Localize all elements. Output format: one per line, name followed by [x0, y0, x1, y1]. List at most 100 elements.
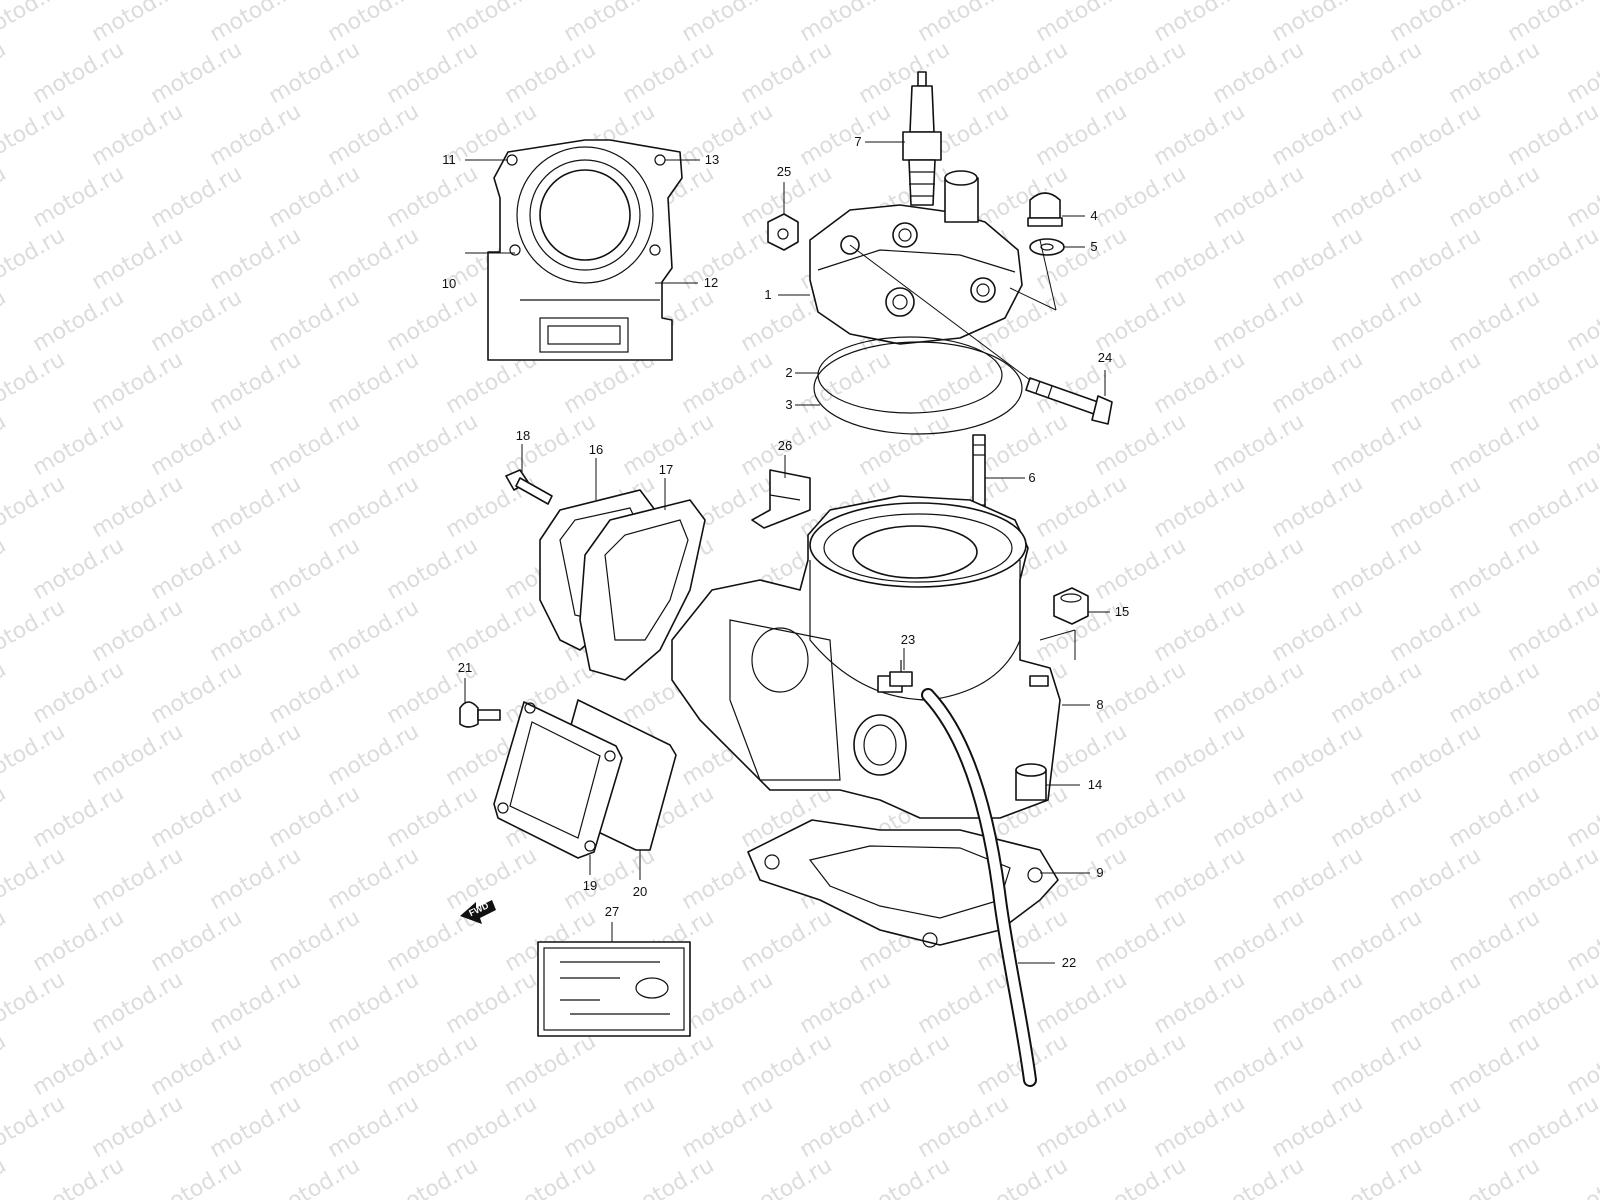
watermark-text: motod.ru: [29, 1153, 129, 1200]
watermark-text: motod.ru: [1563, 1153, 1600, 1200]
watermark-text: motod.ru: [1209, 285, 1309, 357]
watermark-text: motod.ru: [1209, 1029, 1309, 1101]
bracket-26: [751, 469, 811, 529]
watermark-text: motod.ru: [914, 1091, 1014, 1163]
watermark-text: motod.ru: [1386, 1091, 1486, 1163]
watermark-text: motod.ru: [1150, 719, 1250, 791]
callout-8: 8: [1096, 697, 1103, 712]
watermark-text: motod.ru: [1445, 657, 1545, 729]
watermark-text: motod.ru: [737, 1153, 837, 1200]
watermark-text: motod.ru: [501, 37, 601, 109]
watermark-text: motod.ru: [147, 1029, 247, 1101]
watermark-text: motod.ru: [1563, 37, 1600, 109]
watermark-text: motod.ru: [501, 1153, 601, 1200]
callout-21: 21: [458, 660, 472, 675]
watermark-text: motod.ru: [324, 99, 424, 171]
watermark-text: motod.ru: [324, 595, 424, 667]
watermark-text: motod.ru: [1091, 905, 1191, 977]
watermark-text: motod.ru: [1327, 37, 1427, 109]
watermark-text: motod.ru: [1268, 223, 1368, 295]
nut-25: [767, 213, 799, 251]
watermark-text: motod.ru: [0, 1029, 10, 1101]
watermark-text: motod.ru: [0, 471, 69, 543]
watermark-text: motod.ru: [1268, 471, 1368, 543]
watermark-text: motod.ru: [1504, 719, 1600, 791]
watermark-text: motod.ru: [0, 967, 69, 1039]
watermark-text: motod.ru: [501, 1029, 601, 1101]
watermark-text: motod.ru: [619, 1029, 719, 1101]
watermark-text: motod.ru: [1386, 595, 1486, 667]
watermark-text: motod.ru: [147, 285, 247, 357]
watermark-text: motod.ru: [265, 657, 365, 729]
watermark-text: motod.ru: [324, 1091, 424, 1163]
watermark-text: motod.ru: [1327, 1153, 1427, 1200]
watermark-text: motod.ru: [1563, 161, 1600, 233]
watermark-text: motod.ru: [1504, 347, 1600, 419]
watermark-text: motod.ru: [1504, 967, 1600, 1039]
watermark-text: motod.ru: [1327, 905, 1427, 977]
watermark-text: motod.ru: [29, 1029, 129, 1101]
watermark-text: motod.ru: [29, 409, 129, 481]
watermark-text: motod.ru: [1150, 223, 1250, 295]
watermark-text: motod.ru: [442, 1091, 542, 1163]
watermark-text: motod.ru: [383, 285, 483, 357]
watermark-text: motod.ru: [29, 657, 129, 729]
spark-plug: [902, 71, 942, 206]
cylinder-body: [671, 495, 1061, 819]
callout-20: 20: [633, 884, 647, 899]
watermark-text: motod.ru: [1091, 781, 1191, 853]
watermark-text: motod.ru: [324, 843, 424, 915]
callout-19: 19: [583, 878, 597, 893]
watermark-text: motod.ru: [1327, 285, 1427, 357]
watermark-text: motod.ru: [1268, 347, 1368, 419]
watermark-text: motod.ru: [1327, 409, 1427, 481]
callout-6: 6: [1028, 470, 1035, 485]
cylinder-head: [809, 170, 1023, 345]
watermark-text: motod.ru: [1563, 533, 1600, 605]
cylinder-top-view-inset: [487, 139, 683, 361]
watermark-text: motod.ru: [796, 0, 896, 47]
watermark-text: motod.ru: [147, 409, 247, 481]
watermark-text: motod.ru: [324, 347, 424, 419]
watermark-text: motod.ru: [1268, 967, 1368, 1039]
callout-22: 22: [1062, 955, 1076, 970]
callout-15: 15: [1115, 604, 1129, 619]
watermark-text: motod.ru: [147, 533, 247, 605]
watermark-text: motod.ru: [265, 1029, 365, 1101]
watermark-text: motod.ru: [678, 0, 778, 47]
watermark-text: motod.ru: [324, 0, 424, 47]
hose-22: [921, 688, 1037, 1087]
watermark-text: motod.ru: [737, 905, 837, 977]
callout-14: 14: [1088, 777, 1102, 792]
watermark-text: motod.ru: [1268, 1091, 1368, 1163]
watermark-text: motod.ru: [1209, 37, 1309, 109]
watermark-text: motod.ru: [1327, 657, 1427, 729]
callout-3: 3: [785, 397, 792, 412]
callout-26: 26: [778, 438, 792, 453]
gasket-17: [579, 499, 706, 681]
watermark-text: motod.ru: [0, 409, 10, 481]
watermark-text: motod.ru: [324, 967, 424, 1039]
watermark-text: motod.ru: [0, 347, 69, 419]
watermark-text: motod.ru: [1209, 533, 1309, 605]
watermark-text: motod.ru: [1268, 595, 1368, 667]
watermark-text: motod.ru: [914, 347, 1014, 419]
watermark-text: motod.ru: [1327, 161, 1427, 233]
callout-2: 2: [785, 365, 792, 380]
watermark-text: motod.ru: [1150, 843, 1250, 915]
watermark-text: motod.ru: [1091, 37, 1191, 109]
gasket-set-27: [537, 941, 691, 1037]
watermark-text: motod.ru: [1386, 967, 1486, 1039]
watermark-text: motod.ru: [265, 533, 365, 605]
watermark-text: motod.ru: [1032, 1091, 1132, 1163]
watermark-text: motod.ru: [1386, 99, 1486, 171]
watermark-text: motod.ru: [88, 223, 188, 295]
watermark-text: motod.ru: [1268, 719, 1368, 791]
watermark-text: motod.ru: [560, 1091, 660, 1163]
bolt-24: [1025, 377, 1113, 425]
watermark-text: motod.ru: [1563, 1029, 1600, 1101]
callout-11: 11: [442, 152, 456, 167]
watermark-text: motod.ru: [147, 657, 247, 729]
watermark-text: motod.ru: [147, 781, 247, 853]
fwd-arrow-icon: FWD: [460, 900, 496, 924]
